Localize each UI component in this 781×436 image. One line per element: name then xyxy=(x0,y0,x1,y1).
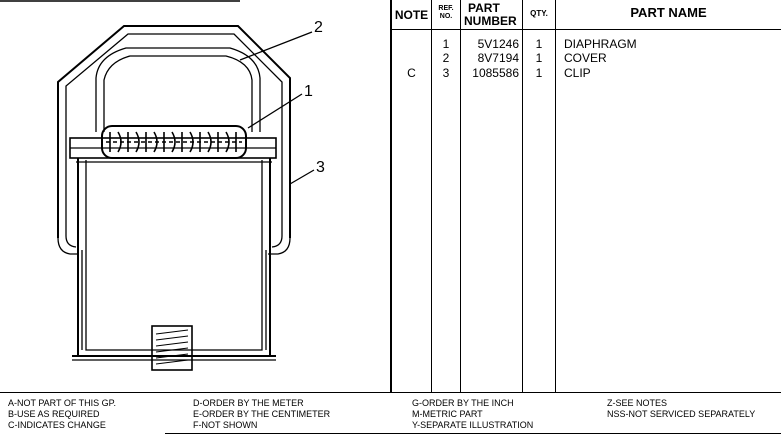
header-ref-line2: NO. xyxy=(439,13,453,20)
header-qty: QTY. xyxy=(530,9,548,18)
header-ref-line1: REF. xyxy=(438,5,454,12)
header-part-number: PART NUMBER xyxy=(461,2,525,28)
callout-3: 3 xyxy=(316,159,325,176)
cover-outline xyxy=(57,25,291,238)
callout-2: 2 xyxy=(314,19,323,36)
row-note: C xyxy=(407,66,416,80)
legend-item: M-METRIC PART xyxy=(412,409,483,419)
legend-item: E-ORDER BY THE CENTIMETER xyxy=(193,409,331,419)
legend-item: F-NOT SHOWN xyxy=(193,420,258,430)
bottom-rule xyxy=(165,433,781,434)
header-ref-no: REF. NO. xyxy=(432,5,460,21)
legend-item: G-ORDER BY THE INCH xyxy=(412,398,514,408)
legend-column-4: Z-SEE NOTES NSS-NOT SERVICED SEPARATELY xyxy=(607,398,755,420)
row-ref: 1 xyxy=(442,37,450,51)
legend-item: D-ORDER BY THE METER xyxy=(193,398,304,408)
legend-item: Z-SEE NOTES xyxy=(607,398,668,408)
legend-item: NSS-NOT SERVICED SEPARATELY xyxy=(607,409,756,419)
legend-item: Y-SEPARATE ILLUSTRATION xyxy=(412,420,534,430)
row-ref: 2 xyxy=(442,51,450,65)
row-part-name: COVER xyxy=(564,51,607,65)
legend-item: A-NOT PART OF THIS GP. xyxy=(8,398,117,408)
row-part-name: DIAPHRAGM xyxy=(564,37,637,51)
row-part-name: CLIP xyxy=(564,66,591,80)
header-part-name: PART NAME xyxy=(630,5,707,20)
divider-illustration-table xyxy=(390,0,392,392)
col-divider-number xyxy=(522,0,523,392)
legend-item: B-USE AS REQUIRED xyxy=(8,409,100,419)
row-qty: 1 xyxy=(535,51,543,65)
header-note: NOTE xyxy=(394,8,429,22)
row-part-number: 1085586 xyxy=(472,66,519,80)
col-divider-qty xyxy=(555,0,556,392)
legend-top-rule xyxy=(0,392,781,393)
row-ref: 3 xyxy=(442,66,450,80)
col-divider-ref xyxy=(460,0,461,392)
parts-illustration: 2 1 3 xyxy=(0,0,325,371)
legend-column-3: G-ORDER BY THE INCH M-METRIC PART Y-SEPA… xyxy=(412,398,533,431)
col-divider-note xyxy=(431,0,432,392)
callout-1: 1 xyxy=(304,83,313,100)
header-rule xyxy=(390,29,781,30)
legend-column-1: A-NOT PART OF THIS GP. B-USE AS REQUIRED… xyxy=(8,398,116,431)
bottom-fitting xyxy=(151,325,193,371)
row-part-number: 5V1246 xyxy=(477,37,519,51)
row-qty: 1 xyxy=(535,66,543,80)
header-part-number-line1: PART xyxy=(468,1,500,15)
row-part-number: 8V7194 xyxy=(477,51,519,65)
row-qty: 1 xyxy=(535,37,543,51)
legend-column-2: D-ORDER BY THE METER E-ORDER BY THE CENT… xyxy=(193,398,330,431)
header-part-number-line2: NUMBER xyxy=(464,14,517,28)
legend-item: C-INDICATES CHANGE xyxy=(8,420,106,430)
